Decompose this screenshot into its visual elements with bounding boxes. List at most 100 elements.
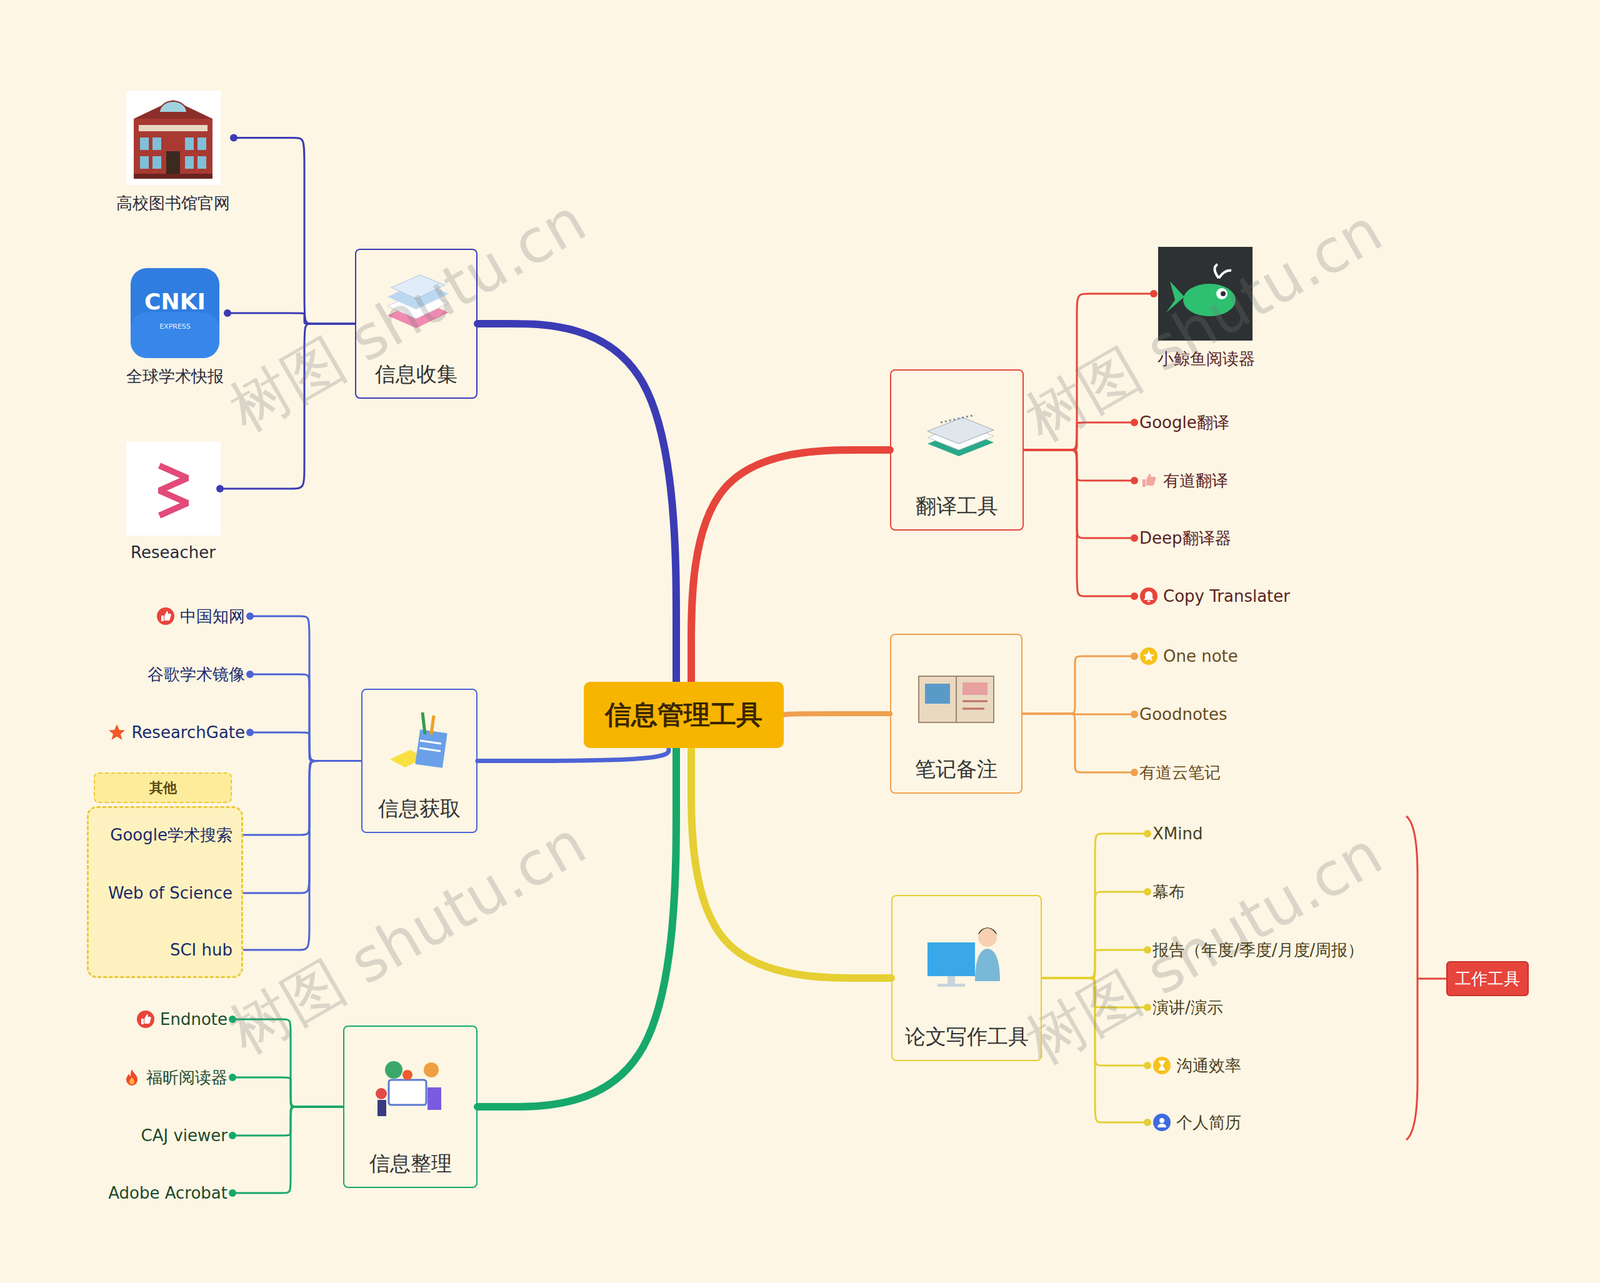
leaf-dot [1130, 710, 1139, 719]
node-label: 其他 [149, 778, 177, 798]
leaf-dot [246, 670, 254, 679]
leaf-icon [1139, 646, 1159, 666]
icon-space [130, 441, 217, 544]
organize-illustration [375, 1061, 442, 1117]
leaf-line [1041, 978, 1148, 1123]
central-topic: 信息管理工具 [583, 681, 784, 749]
teacher-illustration [927, 927, 1000, 987]
main-branch-line [783, 713, 890, 715]
logo-text: CNKI [144, 288, 206, 315]
leaf-line [1041, 950, 1148, 979]
leaf-topic: Web of Science [103, 881, 238, 905]
leaf-dot [1130, 534, 1139, 542]
node-label: 个人简历 [1176, 1111, 1242, 1134]
leaf-line [1022, 713, 1135, 773]
node-label: SCI hub [170, 940, 233, 960]
group-heading: 其他 [93, 772, 232, 804]
leaf-dot [223, 309, 232, 317]
leaf-dot [1143, 888, 1152, 896]
node-label: Copy Translater [1163, 586, 1290, 606]
notebook-illustration [918, 676, 994, 723]
leaf-line [232, 1106, 344, 1194]
leaf-topic: Adobe Acrobat [103, 1181, 233, 1205]
node-label: 翻译工具 [915, 492, 999, 521]
leaf-line [1023, 450, 1135, 481]
branch-box: 信息整理 [343, 1025, 478, 1189]
leaf-line [232, 1019, 344, 1107]
leaf-topic: 中国知网 [151, 603, 250, 630]
node-label: 信息收集 [375, 360, 458, 389]
leaf-line [1023, 293, 1154, 450]
leaf-icon [1152, 1113, 1172, 1132]
leaf-icon [122, 1068, 142, 1087]
leaf-topic: 幕布 [1147, 878, 1190, 906]
leaf-line [1023, 450, 1135, 539]
leaf-dot [1143, 830, 1152, 838]
leaf-line [233, 138, 355, 325]
node-label: 全球学术快报 [126, 365, 224, 388]
leaf-topic: 报告（年度/季度/月度/周报） [1147, 936, 1369, 964]
node-label: 沟通效率 [1176, 1055, 1242, 1077]
leaf-topic: Endnote [131, 1007, 233, 1032]
node-label: 演讲/演示 [1152, 996, 1224, 1019]
leaf-topic: Google学术搜索 [105, 821, 238, 849]
leaf-dot [1130, 768, 1139, 777]
leaf-icon [1139, 471, 1159, 490]
node-label: Goodnotes [1139, 705, 1228, 724]
watermark: 树图 shutu.cn [215, 803, 602, 1074]
leaf-dot [216, 485, 224, 493]
node-label: 笔记备注 [915, 755, 998, 784]
node-label: 报告（年度/季度/月度/周报） [1152, 939, 1364, 962]
leaf-line [237, 761, 362, 894]
main-branch-line [477, 748, 669, 762]
leaf-dot [228, 1015, 237, 1024]
leaf-icon [107, 723, 127, 742]
leaf-line [1041, 833, 1148, 979]
leaf-dot [1130, 476, 1139, 485]
node-label: 小鲸鱼阅读器 [1157, 348, 1255, 370]
leaf-dot [230, 134, 238, 142]
leaf-dot [1130, 652, 1139, 660]
main-branch-line [477, 323, 677, 682]
leaf-topic: ResearchGate [102, 720, 250, 745]
researcher-icon [126, 441, 221, 536]
library-icon [126, 90, 221, 185]
leaf-line [220, 323, 355, 489]
leaf-topic: CAJ viewer [136, 1123, 233, 1148]
leaf-topic: 个人简历 [1147, 1109, 1247, 1137]
whale-icon [1158, 246, 1253, 341]
leaf-topic: 福昕阅读器 [117, 1064, 233, 1092]
leaf-line [1023, 422, 1135, 450]
leaf-icon [136, 1010, 155, 1029]
branch-box: 论文写作工具 [891, 895, 1042, 1062]
node-label: XMind [1152, 824, 1203, 844]
leaf-line [250, 732, 362, 762]
leaf-topic: Copy Translater [1134, 584, 1295, 609]
leaf-dot [1150, 290, 1158, 298]
leaf-dot [1130, 592, 1139, 600]
node-label: 工作工具 [1455, 968, 1520, 990]
leaf-dot [1130, 418, 1139, 427]
node-label: 幕布 [1152, 881, 1185, 904]
node-label: 信息获取 [378, 795, 461, 824]
node-label: Reseacher [130, 543, 217, 562]
logo-leaf: 高校图书馆官网 [112, 90, 234, 215]
leaf-dot [228, 1131, 237, 1140]
icon-space [126, 268, 224, 366]
node-label: Endnote [160, 1010, 228, 1029]
cnki-icon [130, 268, 220, 359]
leaf-topic: Goodnotes [1134, 702, 1233, 727]
logo-subtext: EXPRESS [159, 322, 191, 331]
branch-box: 翻译工具 [890, 369, 1024, 531]
leaf-topic: Deep翻译器 [1134, 525, 1237, 552]
leaf-topic: 有道云笔记 [1134, 759, 1226, 787]
leaf-dot [246, 728, 254, 737]
leaf-topic: 沟通效率 [1147, 1052, 1247, 1080]
leaf-topic: 演讲/演示 [1147, 994, 1229, 1022]
node-label: Google翻译 [1139, 411, 1230, 434]
leaf-line [237, 761, 362, 836]
node-label: 信息管理工具 [605, 697, 763, 733]
leaf-dot [246, 612, 254, 620]
leaf-line [1023, 450, 1135, 597]
